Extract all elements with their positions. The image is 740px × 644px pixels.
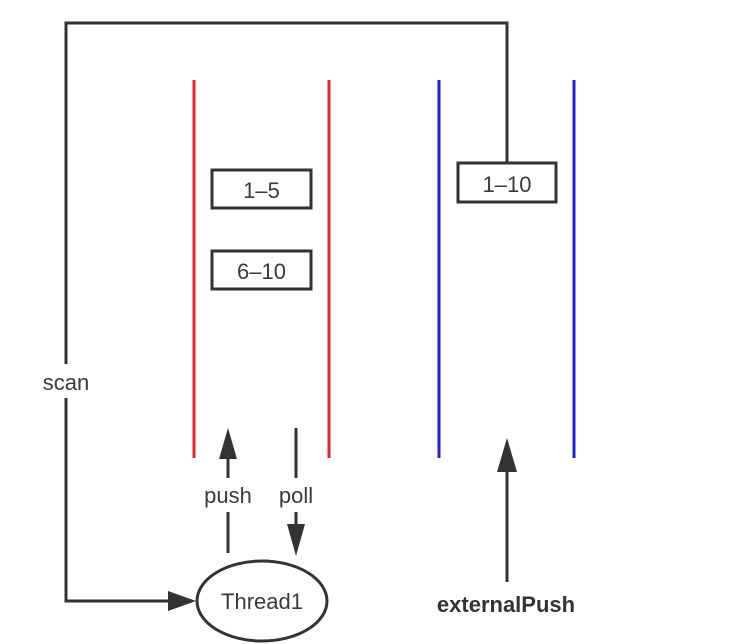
push-arrowhead bbox=[219, 428, 237, 459]
external-queue-item: 1–10 bbox=[456, 161, 558, 204]
external-push-label: externalPush bbox=[437, 592, 575, 617]
local-queue-item-label: 6–10 bbox=[237, 259, 286, 284]
local-queue-item: 6–10 bbox=[210, 249, 313, 291]
push-label: push bbox=[204, 483, 252, 508]
scan-path bbox=[64, 21, 509, 603]
poll-arrowhead bbox=[287, 524, 305, 556]
thread-label: Thread1 bbox=[221, 589, 303, 614]
external-push-arrowhead bbox=[497, 438, 517, 472]
local-queue-item: 1–5 bbox=[210, 168, 313, 210]
local-queue-item-label: 1–5 bbox=[243, 178, 280, 203]
thread-node: Thread1 bbox=[195, 559, 329, 643]
scan-arrowhead bbox=[168, 591, 196, 611]
scan-label: scan bbox=[43, 370, 89, 395]
external-queue-item-label: 1–10 bbox=[483, 172, 532, 197]
poll-label: poll bbox=[279, 483, 313, 508]
